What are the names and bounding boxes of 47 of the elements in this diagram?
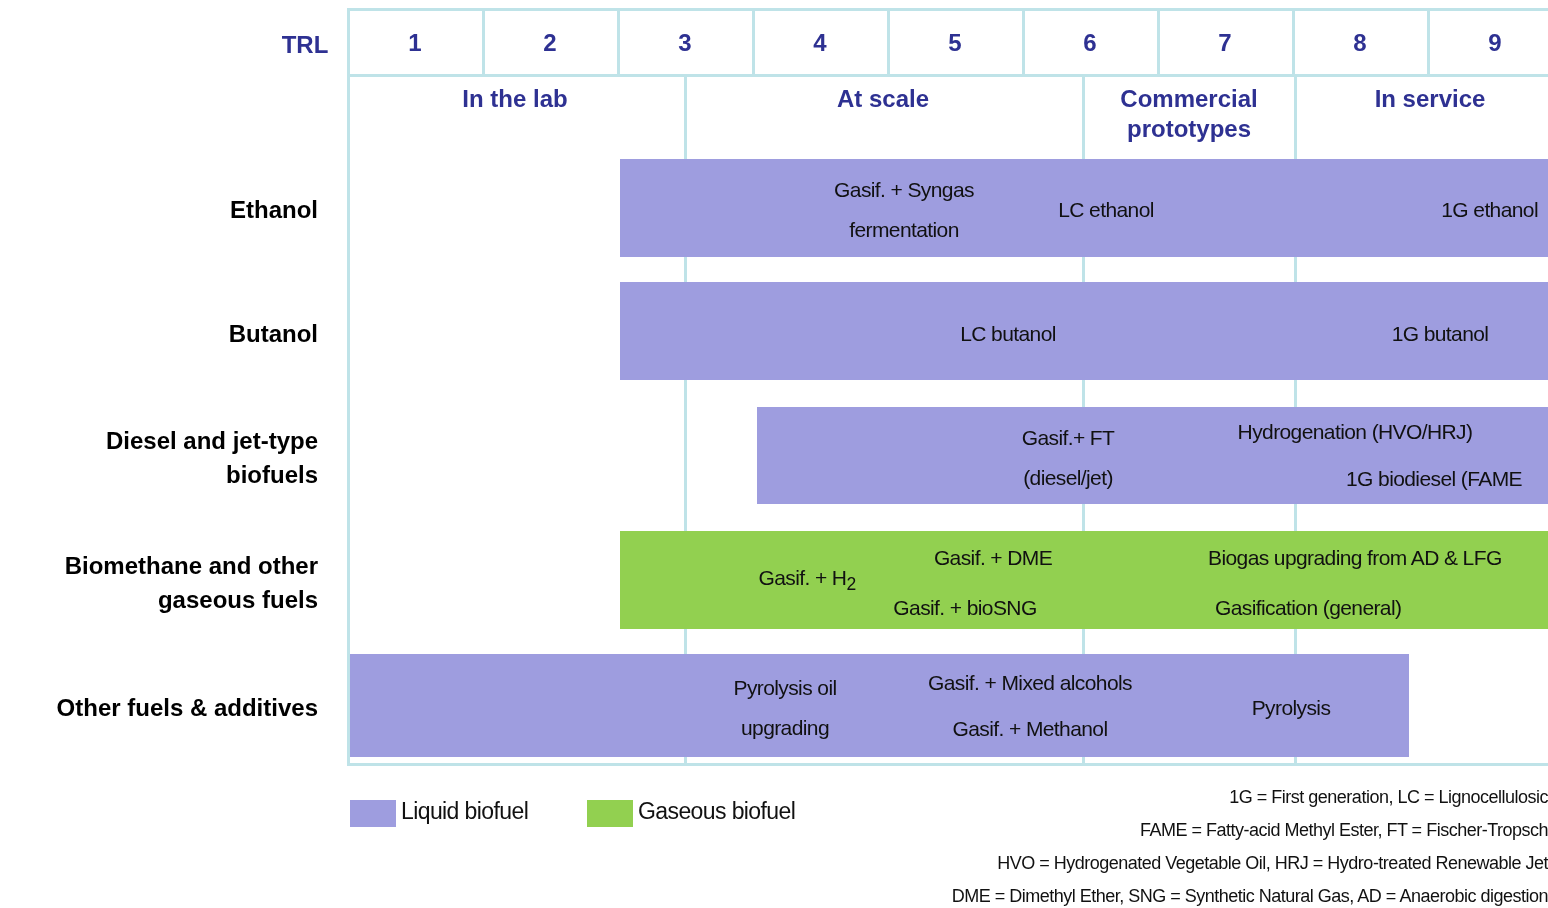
trl-number: 1: [408, 29, 422, 57]
row-label: Other fuels & additives: [55, 693, 318, 724]
row-label: Diesel and jet-type biofuels: [104, 426, 318, 490]
bar-label: Gasification (general): [1215, 595, 1402, 621]
trl-number: 6: [1083, 29, 1097, 57]
stage-heading: In the lab: [461, 84, 569, 114]
trl-number: 8: [1353, 29, 1367, 57]
stage-heading: Commercial prototypes: [1119, 84, 1259, 144]
bar-label: 1G biodiesel (FAME: [1346, 466, 1522, 492]
bar-label: 1G butanol: [1391, 321, 1489, 347]
bar-label: Hydrogenation (HVO/HRJ): [1237, 419, 1473, 445]
footnote: DME = Dimethyl Ether, SNG = Synthetic Natural Gas, AD = Anaerobic digestion: [951, 885, 1548, 907]
bar-label: Gasif. + DME: [933, 545, 1053, 571]
bar-label: Pyrolysis oil upgrading: [732, 675, 838, 741]
bar-label: Gasif.+ FT (diesel/jet): [1020, 425, 1116, 491]
fuel-bar: [620, 531, 1548, 629]
fuel-bar: [620, 159, 1548, 257]
stage-heading: In service: [1373, 84, 1487, 114]
bar-label: Gasif. + Syngas fermentation: [833, 177, 975, 243]
footnote: FAME = Fatty-acid Methyl Ester, FT = Fischer-Tropsch: [1139, 819, 1548, 841]
trl-number: 3: [678, 29, 692, 57]
row-label: Biomethane and other gaseous fuels: [63, 551, 318, 615]
bar-label: Biogas upgrading from AD & LFG: [1208, 545, 1502, 571]
trl-number: 4: [813, 29, 827, 57]
trl-number: 9: [1488, 29, 1502, 57]
trl-number: 5: [948, 29, 962, 57]
bar-label: 1G ethanol: [1441, 197, 1538, 223]
footnote: 1G = First generation, LC = Lignocellulosic: [1229, 786, 1548, 808]
stage-heading: At scale: [835, 84, 931, 114]
fuel-bar: [350, 654, 1409, 757]
axis-title: TRL: [281, 31, 329, 59]
bar-label: LC ethanol: [1058, 197, 1154, 223]
legend-label: Liquid biofuel: [401, 798, 529, 825]
row-label: Ethanol: [229, 195, 318, 226]
bar-label: Pyrolysis: [1251, 695, 1331, 721]
legend-label: Gaseous biofuel: [638, 798, 796, 825]
row-label: Butanol: [227, 319, 318, 350]
fuel-bar: [620, 282, 1548, 380]
bar-label: Gasif. + H$_{2}$: [758, 564, 856, 597]
bar-label: Gasif. + bioSNG: [893, 595, 1037, 621]
footnote: HVO = Hydrogenated Vegetable Oil, HRJ = Hydro-treated Renewable Jet: [997, 852, 1548, 874]
bar-label: LC butanol: [960, 321, 1056, 347]
trl-number: 7: [1218, 29, 1232, 57]
trl-number: 2: [543, 29, 557, 57]
bar-label: Gasif. + Methanol: [952, 716, 1108, 742]
fuel-bar: [757, 407, 1548, 504]
bar-label: Gasif. + Mixed alcohols: [928, 670, 1132, 696]
